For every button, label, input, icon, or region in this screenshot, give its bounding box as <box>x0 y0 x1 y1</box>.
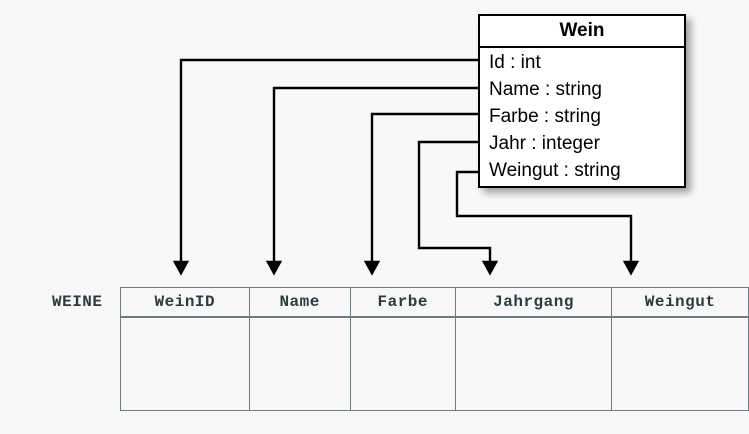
class-name: Wein <box>480 16 684 48</box>
class-attribute-farbe: Farbe : string <box>489 106 601 127</box>
cell-jahrgang[interactable] <box>455 317 613 411</box>
connector-farbe-to-farbe <box>363 112 478 276</box>
relation-table[interactable]: WeinID Name Farbe Jahrgang Weingut <box>120 287 749 411</box>
class-attribute-weingut: Weingut : string <box>489 160 621 181</box>
column-header-farbe[interactable]: Farbe <box>350 287 456 317</box>
class-attribute-name: Name : string <box>489 79 602 100</box>
column-header-jahrgang[interactable]: Jahrgang <box>455 287 613 317</box>
column-header-name[interactable]: Name <box>249 287 351 317</box>
table-header-row: WeinID Name Farbe Jahrgang Weingut <box>120 287 749 317</box>
column-header-weingut[interactable]: Weingut <box>612 287 749 317</box>
class-attribute-id: Id : int <box>489 52 541 73</box>
class-attribute-list: Id : int Name : string Farbe : string Ja… <box>480 48 684 186</box>
relation-name: WEINE <box>52 293 103 311</box>
cell-weinid[interactable] <box>120 317 250 411</box>
class-attribute-jahr: Jahr : integer <box>489 133 600 154</box>
cell-farbe[interactable] <box>350 317 456 411</box>
connector-id-to-weinid <box>172 58 478 276</box>
column-header-weinid[interactable]: WeinID <box>120 287 250 317</box>
uml-class-box[interactable]: Wein Id : int Name : string Farbe : stri… <box>478 14 686 188</box>
cell-name[interactable] <box>249 317 351 411</box>
cell-weingut[interactable] <box>612 317 749 411</box>
table-row[interactable] <box>120 317 749 411</box>
connector-name-to-name <box>265 86 478 276</box>
